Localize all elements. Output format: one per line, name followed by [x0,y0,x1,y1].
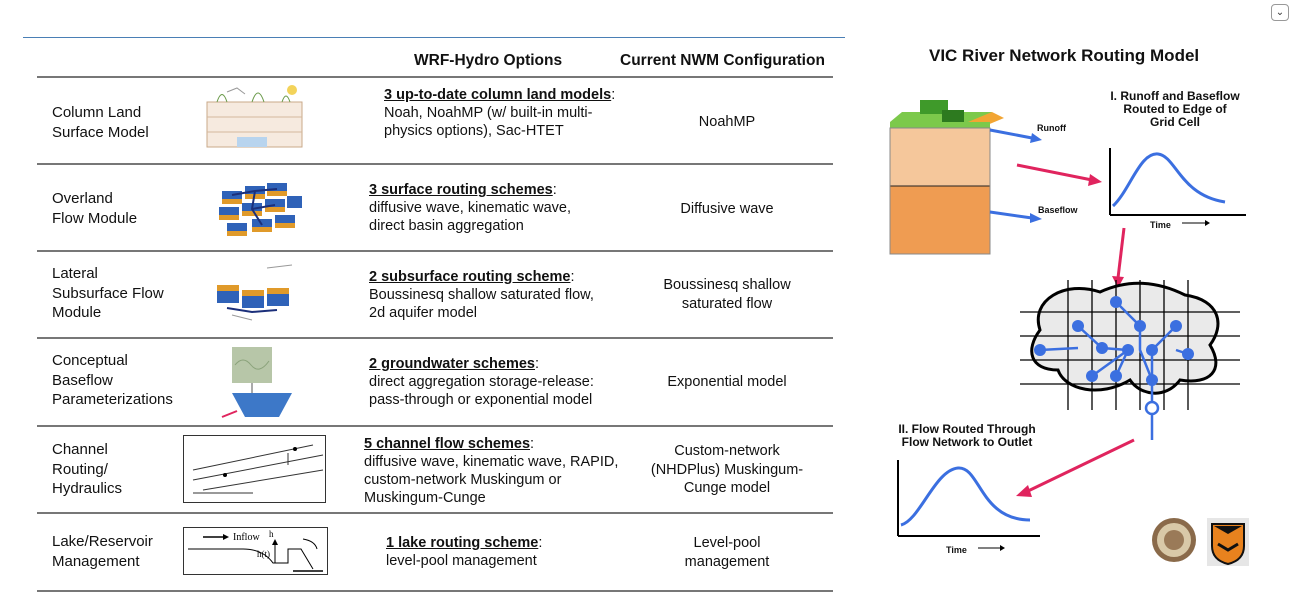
nwm-config: Custom-network (NHDPlus) Muskingum- Cung… [650,443,804,496]
table-row: Column Land Surface Model 3 up-to-date c… [37,76,833,163]
nwm-config: Diffusive wave [680,201,774,217]
scheme-options: 2 groundwater schemes: direct aggregatio… [369,356,594,408]
vic-diagram [889,100,1249,566]
row-label: Lake/Reservoir Management [52,533,153,570]
runoff-label: Runoff [1037,123,1066,133]
lake-diagram: Inflow h h(t) [183,527,328,575]
row-divider [37,590,833,592]
collapse-chevron-icon[interactable]: ⌄ [1271,4,1289,21]
row-label: Column Land Surface Model [52,104,149,141]
row-divider [37,425,833,427]
row-label: Conceptual Baseflow Parameterizations [52,352,173,408]
nwm-config: NoahMP [698,114,756,130]
scheme-options: 3 surface routing schemes: diffusive wav… [369,182,572,234]
table-row: Lake/Reservoir Management Inflow h h(t) … [37,512,833,590]
overland-grid-illustration [219,183,302,236]
land-surface-illustration [206,85,303,148]
subsurface-flow-illustration [217,264,293,321]
time-label: Time [946,545,967,555]
vic-step1-label: I. Runoff and Baseflow Routed to Edge of… [1110,89,1240,129]
university-seal-icon [1152,518,1196,562]
inflow-label: Inflow [233,532,260,543]
row-label: Overland Flow Module [52,190,138,227]
header-nwm: Current NWM Configuration [620,52,825,69]
scheme-options: 5 channel flow schemes: diffusive wave, … [364,436,619,506]
vic-title: VIC River Network Routing Model [929,46,1200,65]
row-label: Channel Routing/ Hydraulics [52,441,123,497]
table-row: Conceptual Baseflow Parameterizations 2 … [37,337,833,425]
channel-diagram [183,435,326,503]
row-divider [37,163,833,165]
scheme-options: 1 lake routing scheme: level-pool manage… [386,535,543,569]
row-divider [37,512,833,514]
row-label: Lateral Subsurface Flow Module [52,265,164,321]
scheme-options: 3 up-to-date column land models: Noah, N… [384,87,616,139]
row-divider [37,337,833,339]
nwm-config: Exponential model [667,374,787,390]
table-row: Lateral Subsurface Flow Module 2 subsurf… [37,250,833,337]
soil-column [889,100,1004,255]
top-divider [23,37,845,38]
baseflow-bucket-illustration [221,347,292,418]
table-row: Channel Routing/ Hydraulics 5 channel fl… [37,425,833,512]
table-row: Overland Flow Module 3 surface routing s… [37,163,833,250]
nwm-config: Boussinesq shallow saturated flow [663,277,791,312]
vic-step2-label: II. Flow Routed Through Flow Network to … [898,422,1036,449]
row-divider [37,76,833,78]
hmax-label: h [269,529,274,539]
scheme-options: 2 subsurface routing scheme: Boussinesq … [369,269,594,321]
row-divider [37,250,833,252]
time-label: Time [1150,220,1171,230]
baseflow-label: Baseflow [1038,205,1078,215]
nwm-config: Level-pool management [684,535,770,570]
header-options: WRF-Hydro Options [414,52,563,69]
princeton-shield-icon [1207,518,1249,566]
